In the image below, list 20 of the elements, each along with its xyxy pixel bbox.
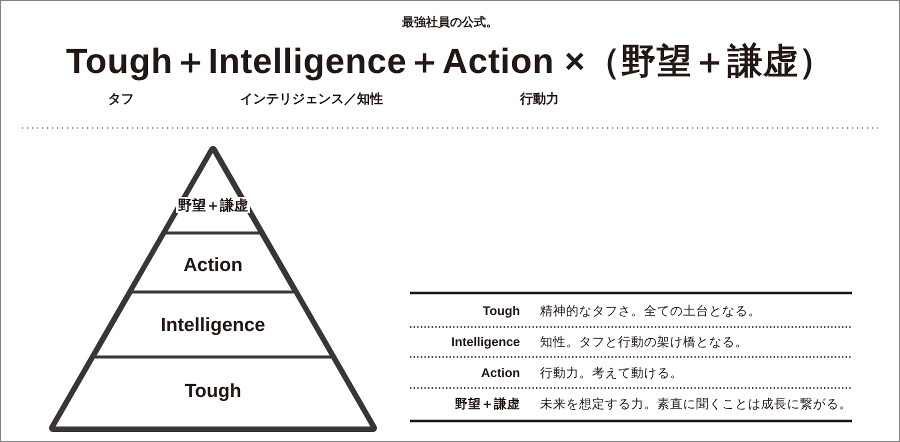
reading-note: タフ	[108, 90, 134, 108]
row-description: 行動力。考えて動ける。	[540, 365, 683, 381]
row-label: 野望＋謙虚	[454, 396, 520, 412]
layer-label: Tough	[184, 381, 242, 403]
pyramid-layer	[131, 233, 295, 292]
row-label: Intelligence	[450, 334, 520, 350]
layer-label: 野望＋謙虚	[176, 197, 250, 213]
layer-label: Action	[182, 255, 244, 277]
pyramid-layer	[94, 292, 332, 357]
formula-heading: Tough＋Intelligence＋Action ×（野望＋謙虚）	[65, 41, 835, 83]
layer-label: Intelligence	[160, 315, 266, 337]
row-description: 未来を想定する力。素直に聞くことは成長に繋がる。	[540, 396, 852, 412]
row-description: 精神的なタフさ。全ての土台となる。	[540, 303, 761, 319]
pyramid-layer	[53, 357, 373, 428]
row-label: Tough	[482, 303, 520, 319]
row-description: 知性。タフと行動の架け橋となる。	[540, 334, 748, 350]
reading-note: インテリジェンス／知性	[240, 90, 383, 108]
title: 最強社員の公式。	[401, 14, 499, 31]
row-label: Action	[480, 365, 520, 381]
reading-note: 行動力	[520, 90, 559, 108]
